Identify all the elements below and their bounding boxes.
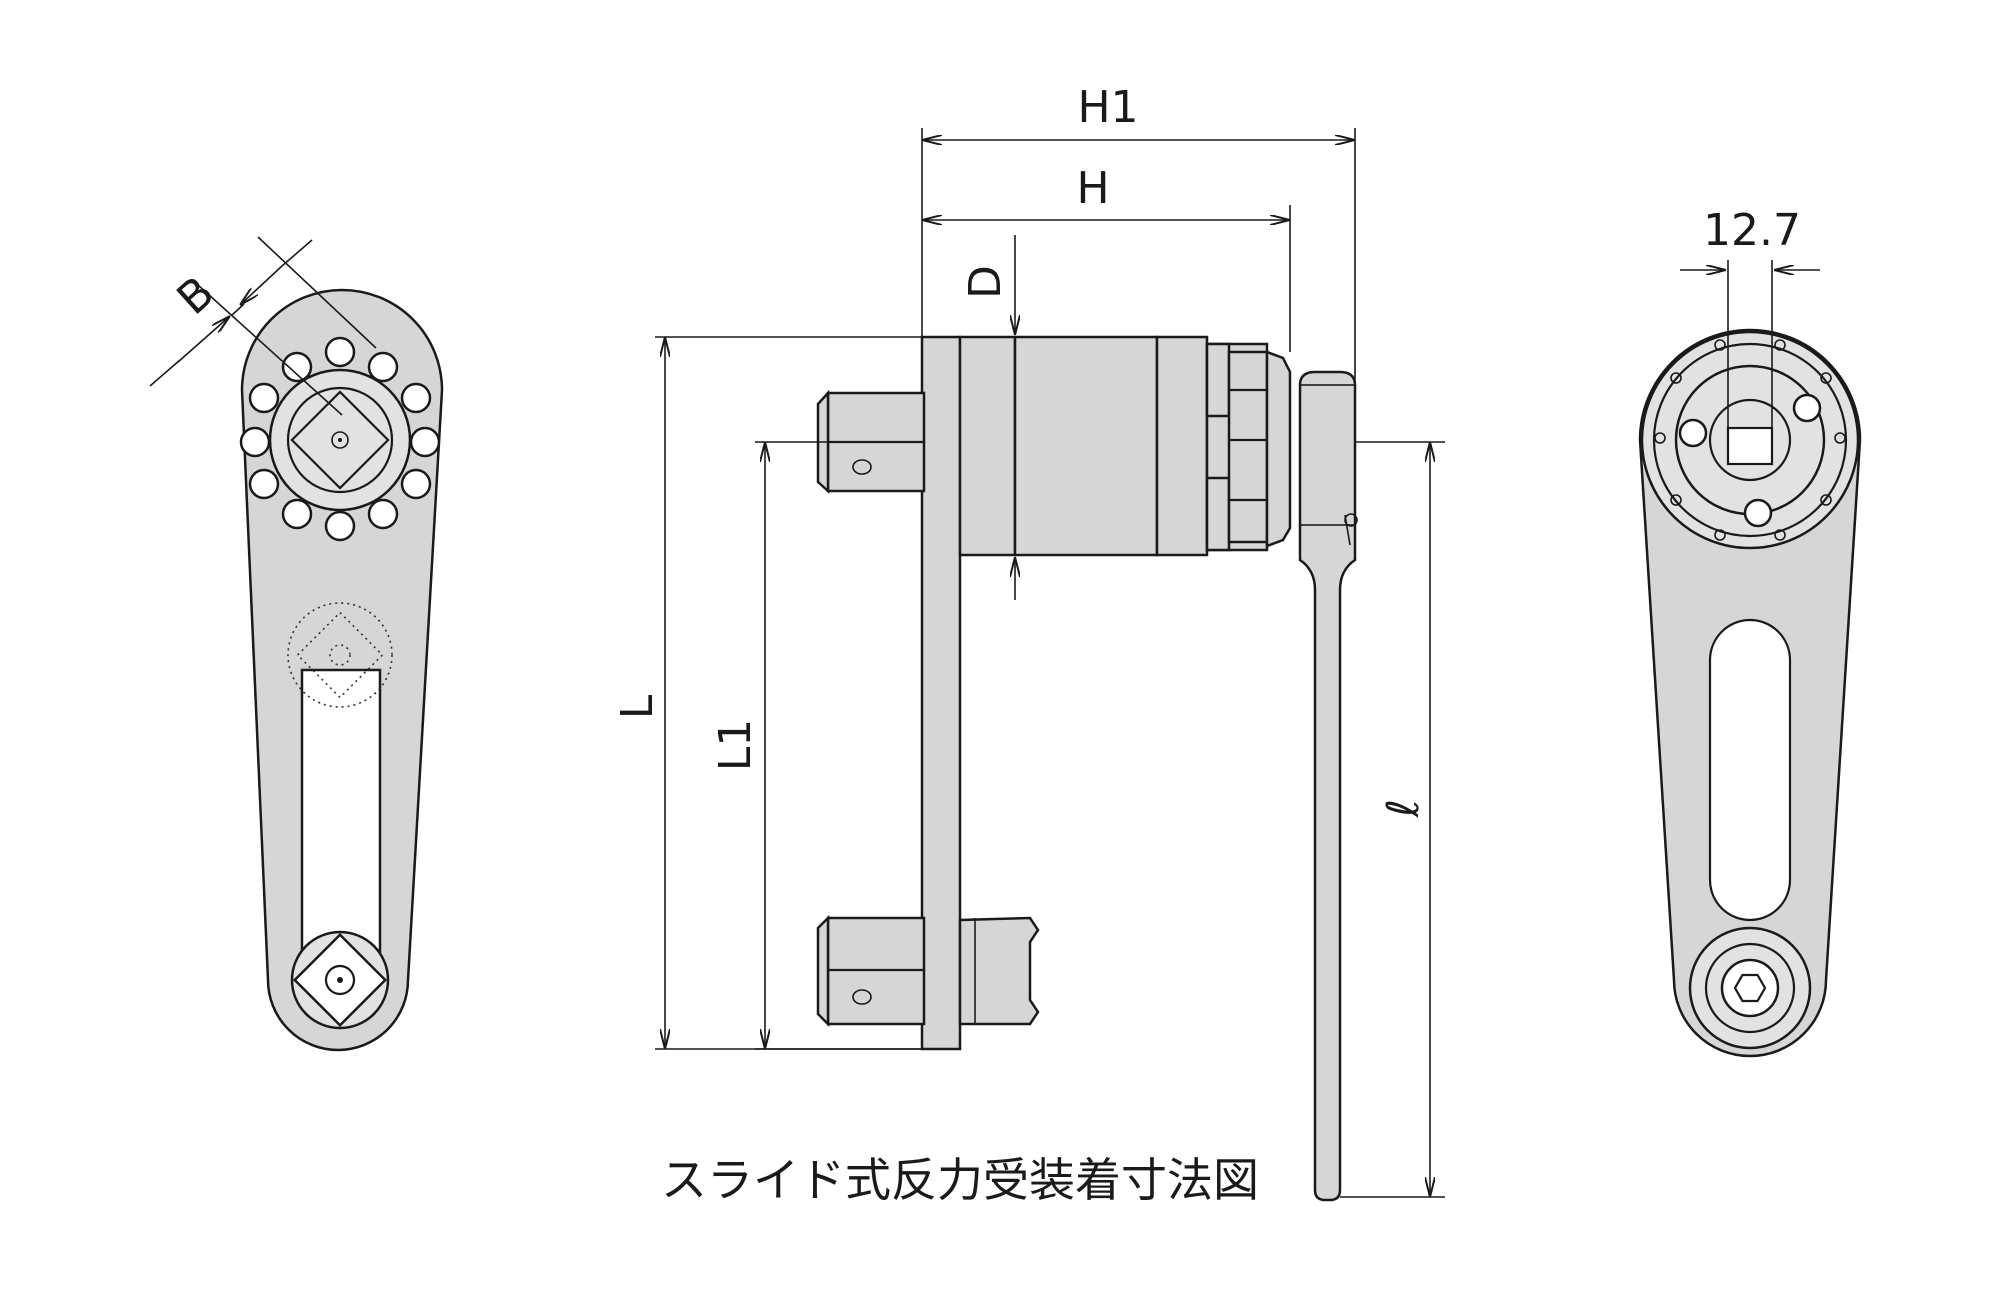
arm-slot-rear (1708, 618, 1792, 922)
ratchet-handle (1298, 370, 1357, 1202)
slide-knob (958, 916, 1040, 1026)
dim-square-drive-label: 12.7 (1703, 205, 1801, 256)
dim-D-label: D (960, 265, 1011, 299)
screw-1 (1678, 418, 1708, 448)
screw-2 (1792, 393, 1822, 423)
dim-H-label: H (1076, 163, 1109, 214)
reaction-plate (920, 335, 962, 1051)
gear-notches (1654, 339, 1846, 541)
dim-H1-label: H1 (1077, 82, 1138, 133)
front-view: B (149, 236, 444, 1052)
dim-B-label: B (168, 267, 225, 325)
head-bolts (239, 336, 441, 542)
slide-position-dotted (287, 602, 393, 708)
dim-L-label: L (612, 694, 663, 719)
dim-l-label: ℓ (1378, 799, 1429, 818)
side-view: H1 H D L L1 ℓ (612, 82, 1445, 1202)
rear-view: 12.7 (1638, 205, 1862, 1058)
screw-3 (1743, 498, 1773, 528)
dim-L1-label: L1 (710, 719, 761, 772)
multiplier-body (958, 335, 1017, 557)
arm-slot (300, 668, 382, 972)
drawing-caption: スライド式反力受装着寸法図 (661, 1153, 1259, 1207)
square-drive-front (290, 390, 390, 490)
square-drive-rear (1726, 426, 1774, 466)
